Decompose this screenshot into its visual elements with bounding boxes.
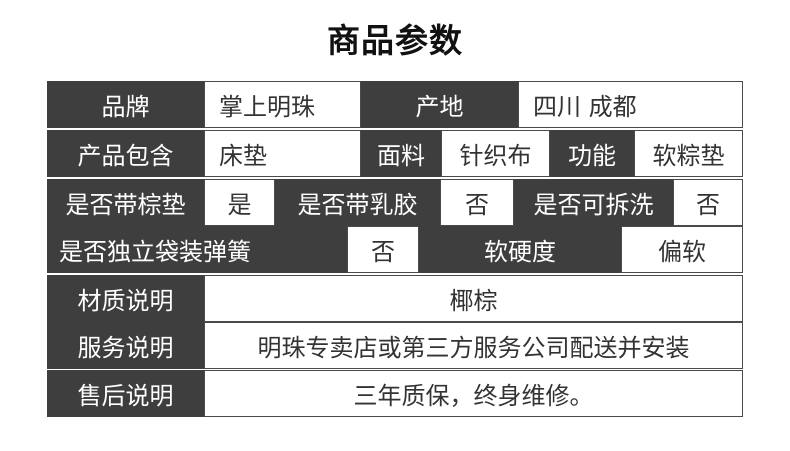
label-service: 服务说明 (47, 322, 204, 369)
label-origin: 产地 (361, 81, 518, 128)
label-palm-pad: 是否带棕垫 (47, 179, 204, 226)
label-fabric: 面料 (361, 130, 441, 177)
value-washable: 否 (673, 179, 743, 226)
label-washable: 是否可拆洗 (514, 179, 673, 226)
value-latex: 否 (440, 179, 514, 226)
label-contents: 产品包含 (47, 130, 204, 177)
label-material: 材质说明 (47, 275, 204, 322)
value-fabric: 针织布 (441, 130, 550, 177)
value-firmness: 偏软 (621, 226, 743, 273)
value-function: 软粽垫 (634, 130, 743, 177)
value-palm-pad: 是 (204, 179, 275, 226)
value-material: 椰棕 (204, 275, 743, 322)
label-firmness: 软硬度 (419, 226, 621, 273)
value-contents: 床垫 (204, 130, 361, 177)
value-service: 明珠专卖店或第三方服务公司配送并安装 (204, 322, 743, 369)
value-origin: 四川 成都 (518, 81, 743, 128)
page-title: 商品参数 (327, 21, 463, 60)
value-brand: 掌上明珠 (204, 81, 361, 128)
value-after-sales: 三年质保，终身维修。 (204, 370, 743, 417)
label-pocket-spring: 是否独立袋装弹簧 (47, 226, 347, 273)
label-brand: 品牌 (47, 81, 204, 128)
label-function: 功能 (550, 130, 634, 177)
value-pocket-spring: 否 (347, 226, 419, 273)
label-latex: 是否带乳胶 (275, 179, 440, 226)
label-after-sales: 售后说明 (47, 370, 204, 417)
